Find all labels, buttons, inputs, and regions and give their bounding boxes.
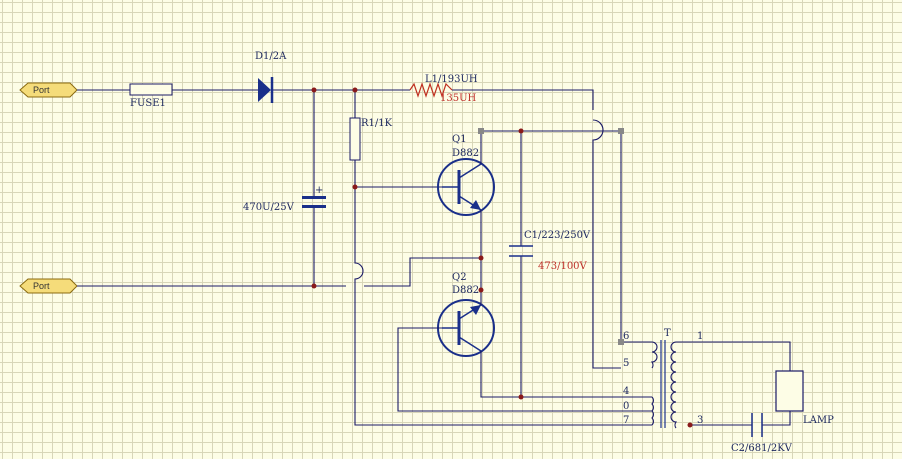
wire-top-rail	[77, 89, 594, 110]
wire-secondary	[676, 341, 791, 426]
cap470-plate-neg	[302, 205, 326, 208]
port-bottom-label: Port	[33, 281, 50, 291]
wire-bottom-rail	[77, 257, 481, 287]
wire-hop-top	[592, 119, 621, 369]
transformer-label: T	[664, 328, 671, 339]
transformer-primary	[650, 341, 658, 426]
port-bottom[interactable]: Port	[19, 278, 78, 294]
inductor	[409, 82, 453, 98]
terminal-squares	[478, 128, 624, 345]
port-top-label: Port	[33, 85, 50, 95]
cap470-plus: +	[315, 185, 323, 196]
junction-dots	[311, 87, 693, 428]
inductor-alt-value: 135UH	[440, 93, 477, 104]
lamp	[775, 370, 804, 412]
c2-label: C2/681/2KV	[731, 443, 793, 454]
lamp-label: LAMP	[803, 415, 834, 426]
transistor-q2	[437, 299, 495, 357]
resistor	[349, 117, 361, 161]
transistor-q1	[437, 158, 495, 216]
q2-name: Q2	[452, 272, 467, 283]
q1-name: Q1	[452, 134, 467, 145]
transformer-secondary	[670, 341, 678, 429]
q1-part: D882	[452, 148, 479, 159]
pin-7: 7	[623, 415, 629, 426]
c1-alt-value: 473/100V	[538, 261, 588, 272]
port-top[interactable]: Port	[19, 82, 78, 98]
pin-0: 0	[623, 401, 629, 412]
resistor-label: R1/1K	[361, 118, 393, 129]
wire-q2-base	[397, 327, 652, 412]
wire-q2-emitter	[480, 351, 652, 398]
cap470-label: 470U/25V	[243, 202, 295, 213]
diode	[258, 77, 274, 103]
wire-resistor	[354, 90, 652, 426]
fuse-label: FUSE1	[130, 98, 166, 109]
pin-5: 5	[623, 358, 629, 369]
q2-part: D882	[452, 285, 479, 296]
wire-q1-collector	[480, 130, 622, 342]
c1-label: C1/223/250V	[524, 230, 591, 241]
pin-4: 4	[623, 386, 629, 397]
inductor-label: L1/193UH	[425, 74, 478, 85]
fuse	[129, 83, 173, 96]
cap470-plate-pos	[302, 196, 326, 199]
pin-3: 3	[697, 415, 703, 426]
diode-label: D1/2A	[255, 51, 287, 62]
pin-1: 1	[697, 331, 703, 342]
pin-6: 6	[623, 331, 629, 342]
